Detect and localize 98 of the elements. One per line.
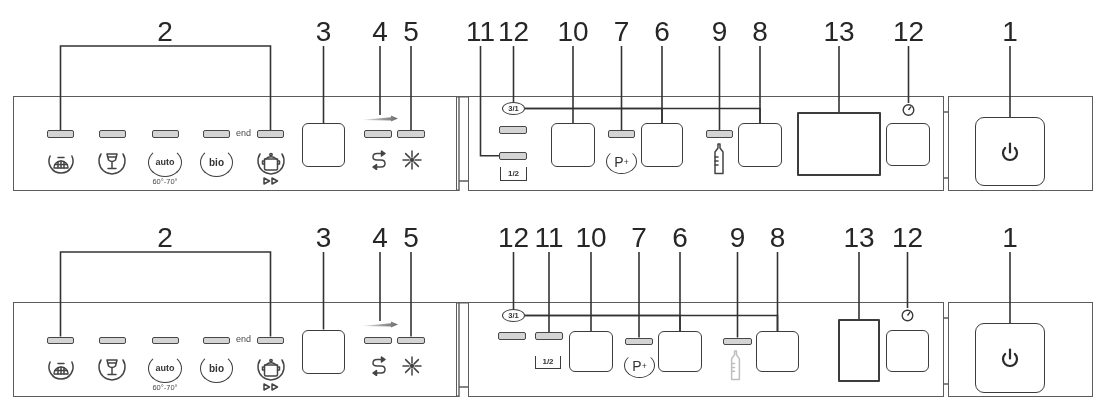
indicator-light <box>47 336 74 344</box>
display-window <box>838 319 880 382</box>
indicator-light <box>257 130 284 138</box>
panel-button <box>302 123 345 167</box>
clock-icon <box>901 308 914 323</box>
indicator-light <box>99 336 126 344</box>
indicator-light <box>99 130 126 138</box>
panel-button <box>658 331 702 372</box>
callout-number: 12 <box>497 224 530 252</box>
indicator-light <box>499 152 527 160</box>
leader-line <box>907 45 910 104</box>
indicator-light <box>203 336 230 344</box>
callout-number: 10 <box>557 18 589 46</box>
leader-line <box>322 251 325 331</box>
power-button <box>975 323 1045 393</box>
callout-number: 12 <box>892 18 925 46</box>
link-line <box>524 314 779 332</box>
callout-number: 2 <box>157 224 173 252</box>
leader-line <box>322 45 325 124</box>
callout-number: 3 <box>315 224 332 252</box>
indicator-light <box>498 332 526 340</box>
leader-line <box>512 251 515 310</box>
leader-line <box>379 45 381 116</box>
callout-number: 6 <box>654 18 670 46</box>
callout-number: 9 <box>729 224 746 252</box>
panel-button <box>886 330 929 372</box>
leader-line <box>512 45 515 103</box>
callout-number: 11 <box>534 224 564 252</box>
indicator-light <box>499 126 527 134</box>
leader-line <box>1009 45 1011 118</box>
leader-line <box>548 251 550 333</box>
indicator-light <box>397 130 425 138</box>
panel-button <box>738 123 782 167</box>
indicator-light <box>625 337 653 345</box>
callout-number: 6 <box>672 224 688 252</box>
symbol-label: 1/2 <box>535 356 561 369</box>
indicator-light <box>723 337 752 345</box>
leader-line <box>410 45 412 131</box>
indicator-light <box>397 336 425 344</box>
leader-line <box>638 251 640 339</box>
indicator-label: end <box>236 129 251 138</box>
display-window <box>797 112 881 176</box>
callout-number: 12 <box>891 224 924 252</box>
panel-button <box>551 123 595 167</box>
callout-number: 8 <box>769 224 786 252</box>
callout-number: 5 <box>403 224 419 252</box>
callout-number: 4 <box>372 224 388 252</box>
callout-number: 7 <box>613 18 630 46</box>
callout-number: 10 <box>575 224 607 252</box>
indicator-light <box>706 130 733 138</box>
callout-number: 1 <box>1002 224 1018 252</box>
indicator-label: end <box>236 335 251 344</box>
leader-line <box>59 45 166 131</box>
callout-number: 2 <box>157 18 173 46</box>
leader-line <box>379 251 381 322</box>
leader-line <box>164 251 272 338</box>
indicator-light <box>203 130 230 138</box>
leader-line <box>590 251 592 332</box>
leader-line <box>906 251 909 309</box>
panel-button <box>886 123 930 166</box>
indicator-light <box>152 130 179 138</box>
leader-line <box>838 45 840 113</box>
callout-number: 4 <box>372 18 388 46</box>
leader-line <box>164 45 272 131</box>
indicator-light <box>152 336 179 344</box>
leader-line <box>410 251 412 338</box>
indicator-light <box>535 332 563 340</box>
leader-line <box>858 251 860 320</box>
panel-button <box>302 329 345 374</box>
indicator-light <box>608 130 635 138</box>
panel-button <box>569 331 613 372</box>
callout-number: 9 <box>711 18 728 46</box>
callout-number: 13 <box>823 18 855 46</box>
indicator-light <box>257 336 284 344</box>
leader-line <box>620 45 623 131</box>
leader-line <box>479 45 500 157</box>
callout-number: 1 <box>1002 18 1018 46</box>
panel-button <box>641 123 683 167</box>
callout-number: 5 <box>403 18 419 46</box>
leader-line <box>718 45 721 131</box>
indicator-light <box>364 130 392 138</box>
power-button <box>975 117 1045 186</box>
callout-number: 8 <box>752 18 768 46</box>
link-line <box>524 107 761 124</box>
symbol-label: 1/2 <box>500 167 527 181</box>
clock-icon <box>902 103 915 117</box>
callout-number: 13 <box>843 224 875 252</box>
leader-line <box>1009 251 1011 324</box>
indicator-light <box>47 130 74 138</box>
leader-line <box>736 251 739 339</box>
callout-number: 11 <box>465 18 496 46</box>
callout-number: 7 <box>631 224 647 252</box>
callout-number: 3 <box>315 18 332 46</box>
leader-line <box>59 251 166 338</box>
indicator-light <box>364 336 392 344</box>
callout-number: 12 <box>497 18 530 46</box>
panel-button <box>756 331 799 372</box>
leader-line <box>572 45 574 124</box>
